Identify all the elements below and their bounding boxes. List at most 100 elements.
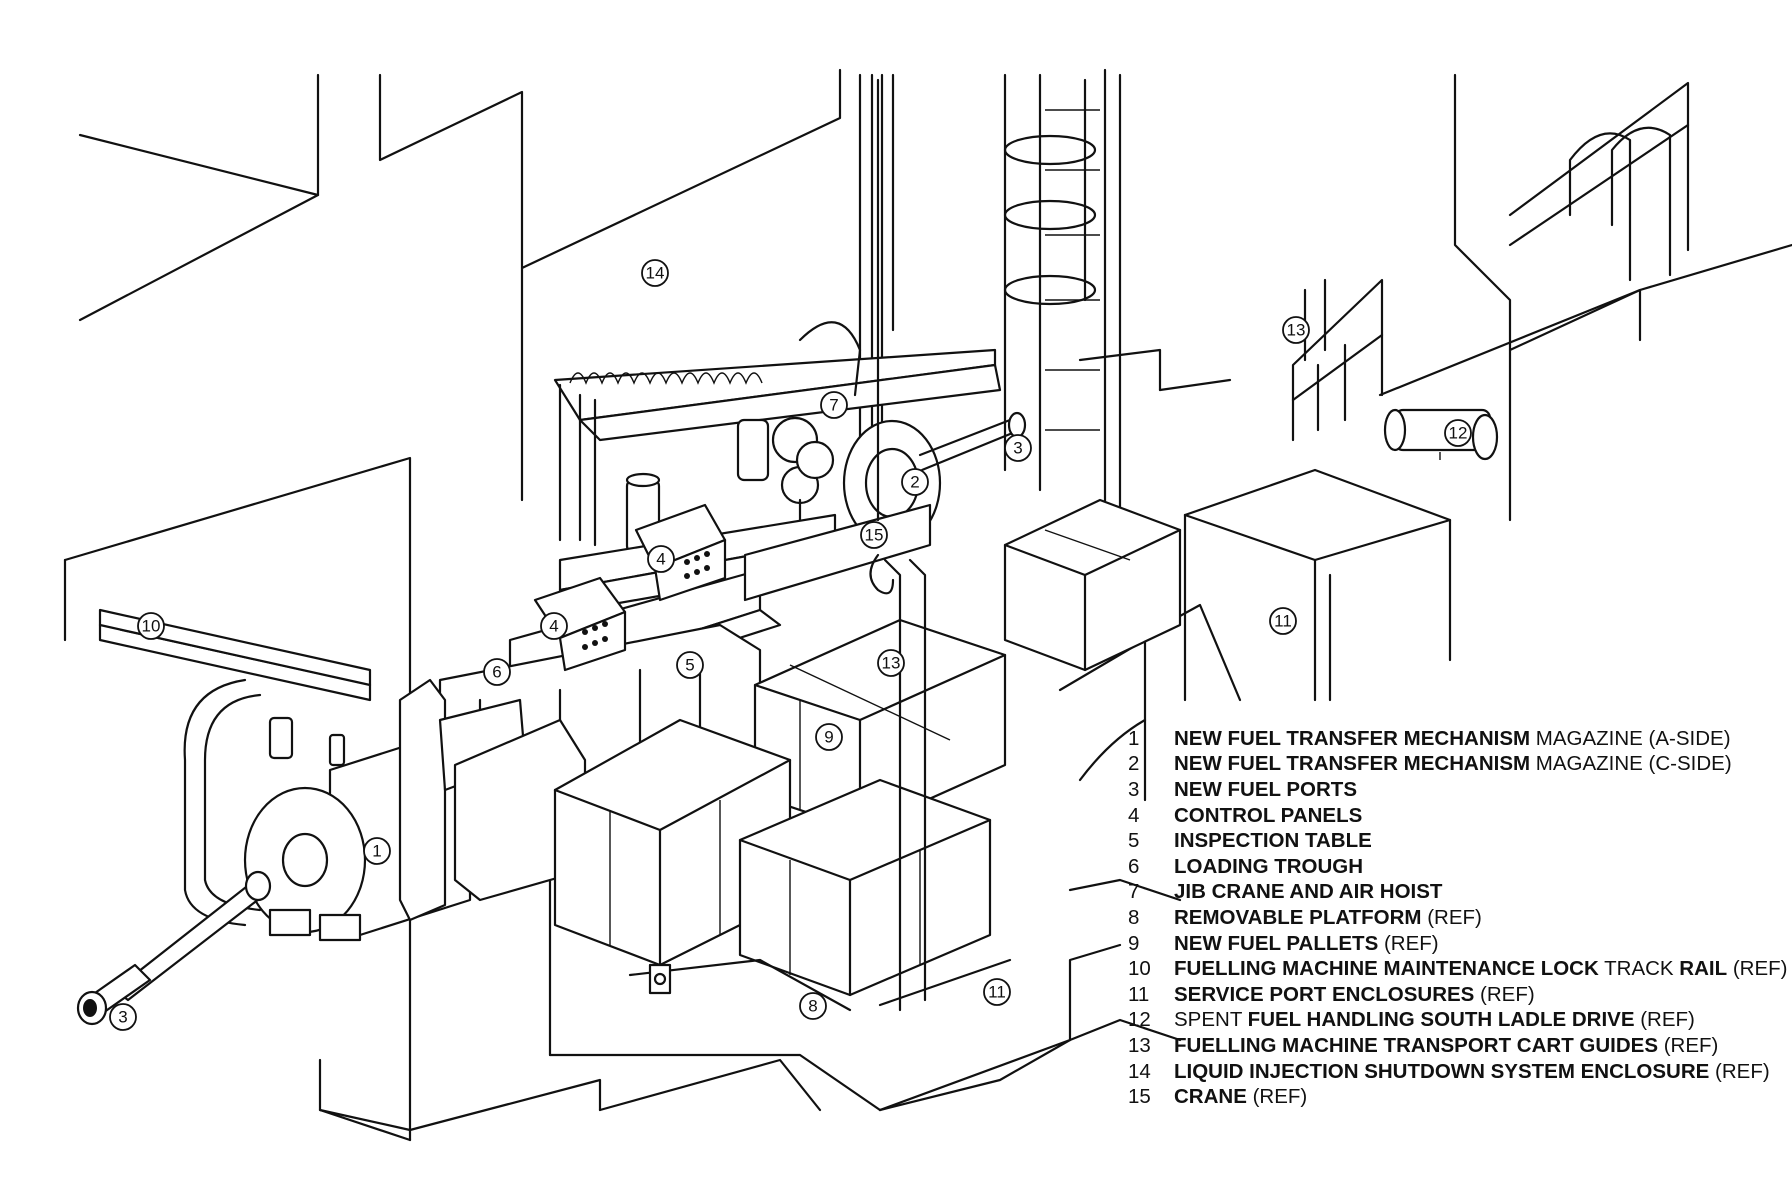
callout-label: 11 xyxy=(1274,612,1292,631)
callout-label: 4 xyxy=(549,617,558,636)
building-walls xyxy=(63,68,1792,1142)
callout-4-lower: 4 xyxy=(540,612,568,640)
legend-item-label: NEW FUEL TRANSFER MECHANISM MAGAZINE (A-… xyxy=(1174,727,1731,751)
legend-text-part: NEW FUEL TRANSFER MECHANISM xyxy=(1174,752,1531,776)
legend-item-number: 7 xyxy=(1128,880,1140,904)
legend-item-number: 6 xyxy=(1128,854,1140,878)
legend-text-part: CRANE xyxy=(1174,1085,1247,1109)
legend-text-part: RAIL xyxy=(1679,957,1728,981)
callout-label: 13 xyxy=(1287,321,1306,340)
legend-text-part: (REF) xyxy=(1421,905,1482,929)
legend-item-label: LOADING TROUGH xyxy=(1174,855,1363,879)
fuel-pallets xyxy=(553,498,1182,997)
callout-2: 2 xyxy=(901,468,929,496)
callout-13-upper: 13 xyxy=(1282,316,1310,344)
legend-text-part: INSPECTION TABLE xyxy=(1174,829,1372,853)
callout-10: 10 xyxy=(137,612,165,640)
callout-1: 1 xyxy=(363,837,391,865)
callout-6: 6 xyxy=(483,658,511,686)
legend-item-label: NEW FUEL PALLETS (REF) xyxy=(1174,932,1439,956)
legend-text-part: NEW FUEL PALLETS xyxy=(1174,931,1379,955)
callout-11-bottom: 11 xyxy=(983,978,1011,1006)
callout-label: 3 xyxy=(1013,439,1022,458)
legend-item-number: 10 xyxy=(1128,957,1151,981)
callout-11-right: 11 xyxy=(1269,607,1297,635)
legend-item-number: 5 xyxy=(1128,829,1140,853)
legend-text-part: CONTROL PANELS xyxy=(1174,803,1363,827)
legend-item-number: 13 xyxy=(1128,1033,1151,1057)
legend-item-number: 12 xyxy=(1128,1008,1151,1032)
callout-7: 7 xyxy=(820,391,848,419)
legend-text-part: MAGAZINE (C-SIDE) xyxy=(1530,752,1732,776)
callout-15: 15 xyxy=(860,521,888,549)
legend-item: 12 SPENT FUEL HANDLING SOUTH LADLE DRIVE … xyxy=(1124,1008,1792,1034)
legend-text-part: FUELLING MACHINE MAINTENANCE LOCK xyxy=(1174,957,1599,981)
legend-item-number: 8 xyxy=(1128,905,1140,929)
legend-item: 4 CONTROL PANELS xyxy=(1124,803,1792,829)
callout-label: 15 xyxy=(865,526,884,545)
callout-14: 14 xyxy=(641,259,669,287)
legend-item-label: NEW FUEL PORTS xyxy=(1174,778,1357,802)
legend-text-part: (REF) xyxy=(1709,1059,1770,1083)
legend-item-number: 1 xyxy=(1128,726,1140,750)
jib-crane xyxy=(553,321,1002,554)
callout-label: 6 xyxy=(492,663,501,682)
callout-label: 13 xyxy=(882,654,901,673)
legend-item-label: FUELLING MACHINE TRANSPORT CART GUIDES (… xyxy=(1174,1034,1718,1058)
legend-item: 10 FUELLING MACHINE MAINTENANCE LOCK TRAC… xyxy=(1124,956,1792,982)
legend-text-part: SERVICE PORT ENCLOSURES xyxy=(1174,982,1475,1006)
callout-label: 11 xyxy=(988,983,1006,1002)
legend-item-label: NEW FUEL TRANSFER MECHANISM MAGAZINE (C-… xyxy=(1174,752,1732,776)
callout-label: 12 xyxy=(1449,424,1468,443)
callout-label: 1 xyxy=(372,842,381,861)
crane-hook xyxy=(869,78,895,595)
legend-item: 8 REMOVABLE PLATFORM (REF) xyxy=(1124,905,1792,931)
legend-item: 9 NEW FUEL PALLETS (REF) xyxy=(1124,931,1792,957)
legend-text-part: (REF) xyxy=(1378,931,1439,955)
callout-label: 2 xyxy=(910,473,919,492)
legend-item: 14 LIQUID INJECTION SHUTDOWN SYSTEM ENCLO… xyxy=(1124,1059,1792,1085)
legend-text-part: LIQUID INJECTION SHUTDOWN SYSTEM ENCLOSU… xyxy=(1174,1059,1710,1083)
callout-label: 5 xyxy=(685,656,694,675)
legend-text-part: MAGAZINE (A-SIDE) xyxy=(1530,726,1731,750)
legend-item: 5 INSPECTION TABLE xyxy=(1124,828,1792,854)
legend-text-part: TRACK xyxy=(1598,957,1680,981)
legend-item: 1 NEW FUEL TRANSFER MECHANISM MAGAZINE (A… xyxy=(1124,726,1792,752)
legend-text-part: FUEL HANDLING SOUTH LADLE DRIVE xyxy=(1247,1008,1635,1032)
legend-item-label: SPENT FUEL HANDLING SOUTH LADLE DRIVE (R… xyxy=(1174,1008,1695,1032)
callout-label: 14 xyxy=(646,264,665,283)
legend-item-number: 14 xyxy=(1128,1059,1151,1083)
legend-text-part: (REF) xyxy=(1727,957,1788,981)
legend-item-label: REMOVABLE PLATFORM (REF) xyxy=(1174,906,1482,930)
callout-label: 4 xyxy=(656,550,665,569)
callout-8: 8 xyxy=(799,992,827,1020)
callout-3-right: 3 xyxy=(1004,434,1032,462)
legend-text-part: (REF) xyxy=(1634,1008,1695,1032)
legend-item-number: 4 xyxy=(1128,803,1140,827)
legend-item-label: SERVICE PORT ENCLOSURES (REF) xyxy=(1174,983,1535,1007)
callout-12: 12 xyxy=(1444,419,1472,447)
magazine-a-side xyxy=(76,678,587,1026)
legend-item-label: INSPECTION TABLE xyxy=(1174,829,1372,853)
handrails xyxy=(1058,81,1690,802)
callout-label: 8 xyxy=(808,997,817,1016)
ladle-drive xyxy=(1383,408,1499,461)
legend-text-part: NEW FUEL TRANSFER MECHANISM xyxy=(1174,726,1531,750)
callout-label: 10 xyxy=(142,617,161,636)
callout-3-left: 3 xyxy=(109,1003,137,1031)
legend-item: 3 NEW FUEL PORTS xyxy=(1124,777,1792,803)
legend-item-number: 9 xyxy=(1128,931,1140,955)
callout-label: 9 xyxy=(824,728,833,747)
legend-item-label: CONTROL PANELS xyxy=(1174,804,1362,828)
legend-item-label: FUELLING MACHINE MAINTENANCE LOCK TRACK … xyxy=(1174,957,1787,981)
legend-item-number: 3 xyxy=(1128,777,1140,801)
legend-text-part: FUELLING MACHINE TRANSPORT CART GUIDES xyxy=(1174,1033,1659,1057)
legend-item-number: 15 xyxy=(1128,1085,1151,1109)
legend-text-part: NEW FUEL PORTS xyxy=(1174,777,1357,801)
